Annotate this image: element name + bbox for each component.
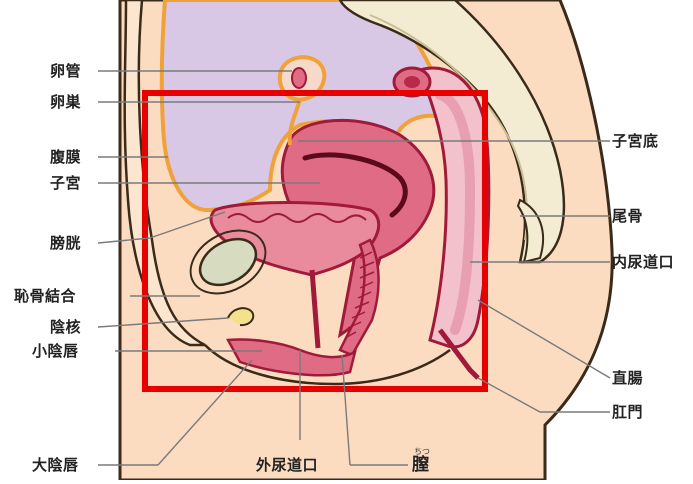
label-labia-majora: 大陰唇 bbox=[32, 456, 79, 474]
ovary-shape bbox=[292, 68, 306, 88]
sigmoid-lumen bbox=[404, 76, 420, 88]
label-anus: 肛門 bbox=[612, 403, 643, 421]
label-labia-minora: 小陰唇 bbox=[32, 342, 79, 360]
label-external-urethral-orifice: 外尿道口 bbox=[256, 456, 318, 474]
label-coccyx: 尾骨 bbox=[612, 207, 643, 225]
label-ovary: 卵巣 bbox=[50, 93, 81, 111]
label-uterine-fundus: 子宮底 bbox=[612, 132, 659, 150]
label-uterus: 子宮 bbox=[50, 174, 81, 192]
label-peritoneum: 腹膜 bbox=[50, 148, 81, 166]
label-rectum: 直腸 bbox=[612, 369, 643, 387]
label-internal-urethral-orifice: 内尿道口 bbox=[612, 253, 674, 271]
label-vagina: 膣 bbox=[412, 456, 430, 474]
label-pubic-symphysis: 恥骨結合 bbox=[14, 287, 76, 305]
label-fallopian-tube: 卵管 bbox=[50, 62, 81, 80]
label-clitoris: 陰核 bbox=[50, 318, 81, 336]
label-bladder: 膀胱 bbox=[50, 234, 81, 252]
